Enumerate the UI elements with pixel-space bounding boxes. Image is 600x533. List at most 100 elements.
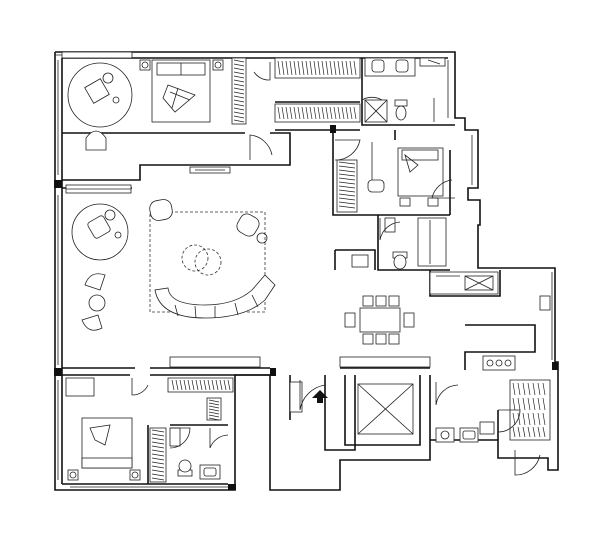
door-swing-icon [431, 179, 455, 199]
hanger-line [527, 412, 531, 426]
hanger-line [179, 379, 183, 391]
hanger-line [321, 106, 325, 120]
coffee-table-icon [181, 244, 222, 276]
hanger-line [338, 161, 356, 165]
hanger-line [227, 379, 231, 391]
hanger-line [537, 412, 541, 426]
door-swing-icon [334, 139, 361, 161]
toilet-icon [394, 99, 408, 121]
lower-bathroom [149, 427, 221, 483]
hanger-line [233, 99, 245, 103]
hanger-line [151, 429, 165, 433]
dining-table-icon [344, 295, 415, 345]
hanger-line [329, 60, 333, 76]
door-swing-icon [169, 427, 191, 449]
elevator-icon [357, 383, 414, 435]
hanger-line [293, 60, 297, 76]
hanger-line [151, 445, 165, 449]
hanger-line [281, 60, 285, 76]
hanger-line [199, 379, 203, 391]
toilet-icon [392, 251, 408, 270]
armchair-icon [149, 199, 268, 244]
hanger-line [512, 426, 516, 438]
hanger-line [325, 106, 329, 120]
hanger-line [338, 197, 356, 201]
hanger-line [208, 405, 220, 409]
hanger-line [527, 382, 531, 396]
hanger-line [338, 177, 356, 181]
hanger-line [208, 417, 220, 421]
hanger-line [223, 379, 227, 391]
second-bed-icon [397, 147, 444, 207]
hanger-line [517, 382, 521, 396]
hanger-line [353, 60, 357, 76]
door-swing-icon [514, 450, 541, 476]
hanger-line [233, 103, 245, 107]
hanger-line [337, 60, 341, 76]
hanger-line [349, 60, 353, 76]
hanger-line [289, 60, 293, 76]
hanger-line [512, 412, 516, 426]
hanger-line [338, 165, 356, 169]
hanger-line [527, 397, 531, 411]
hanger-line [233, 83, 245, 87]
hanger-line [338, 201, 356, 205]
toilet-icon [177, 459, 193, 477]
door-swings [131, 62, 541, 476]
hanger-line [215, 379, 219, 391]
hanger-line [285, 106, 289, 120]
hanger-line [203, 379, 207, 391]
hanger-line [151, 437, 165, 441]
hanger-line [305, 106, 309, 120]
hanger-line [542, 382, 546, 396]
hanger-line [329, 106, 333, 120]
hanger-line [522, 397, 526, 411]
hanger-line [285, 60, 289, 76]
hanger-line [517, 426, 521, 438]
corridor-wardrobes [274, 57, 361, 123]
kitchen [429, 271, 551, 371]
hanger-line [338, 181, 356, 185]
hanger-line [537, 426, 541, 438]
hanger-line [281, 106, 285, 120]
hanger-line [317, 60, 321, 76]
hanger-line [175, 379, 179, 391]
hanger-line [233, 67, 245, 71]
entry-arrow-icon [312, 390, 328, 403]
hanger-line [338, 205, 356, 209]
hanger-line [195, 379, 199, 391]
hanger-line [542, 426, 546, 438]
hanger-line [325, 60, 329, 76]
hanger-line [338, 193, 356, 197]
hanger-line [297, 60, 301, 76]
door-swing-icon [361, 80, 383, 101]
hanger-line [151, 473, 165, 477]
hanger-line [313, 60, 317, 76]
hanger-line [532, 382, 536, 396]
hanger-line [293, 106, 297, 120]
second-bedroom [336, 142, 444, 213]
hanger-line [187, 379, 191, 391]
hanger-line [517, 412, 521, 426]
hanger-line [151, 465, 165, 469]
hanger-line [313, 106, 317, 120]
hanger-line [233, 71, 245, 75]
hanger-line [517, 397, 521, 411]
lower-bedroom [65, 356, 261, 481]
hanger-line [338, 173, 356, 177]
hanger-line [208, 402, 220, 406]
hanger-line [338, 185, 356, 189]
hanger-line [151, 477, 165, 481]
hanger-line [532, 426, 536, 438]
hanger-line [191, 379, 195, 391]
hanger-line [171, 379, 175, 391]
hanger-line [233, 87, 245, 91]
hanger-line [233, 91, 245, 95]
hanger-line [211, 379, 215, 391]
door-swing-icon [299, 380, 326, 411]
sofa-icon [154, 274, 276, 319]
hanger-line [309, 106, 313, 120]
hanger-line [151, 449, 165, 453]
hanger-line [321, 60, 325, 76]
hanger-line [233, 115, 245, 119]
